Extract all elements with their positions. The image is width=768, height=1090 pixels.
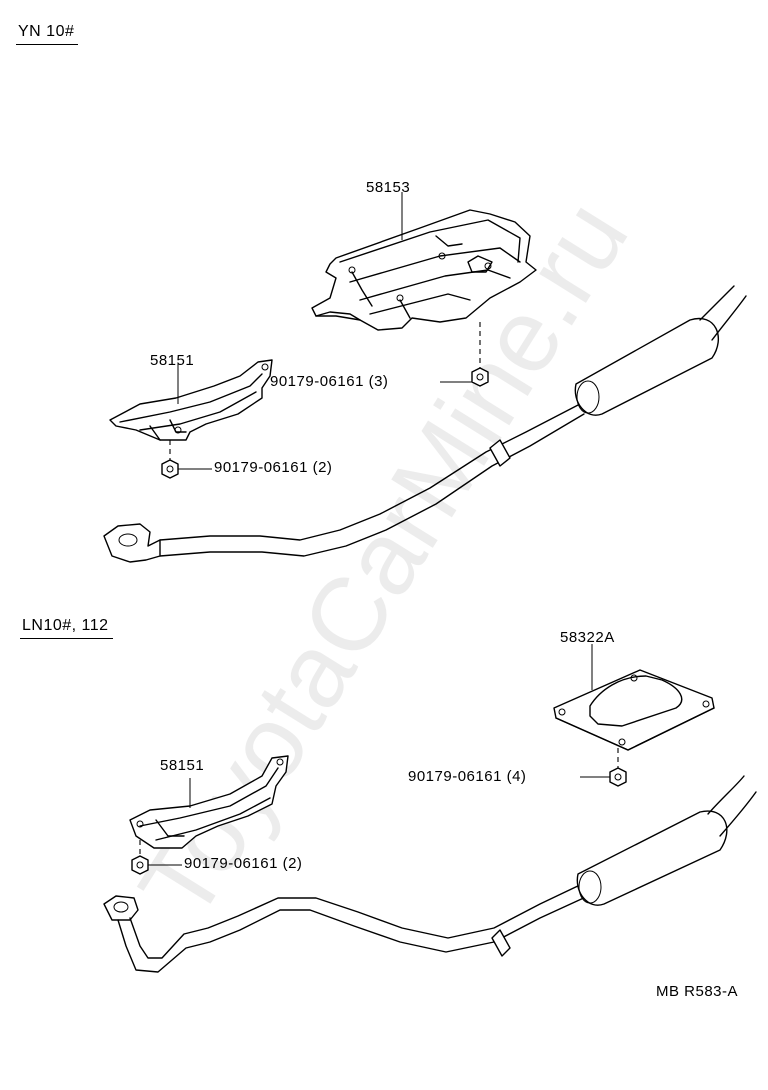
part-number: 90179-06161: [270, 373, 364, 390]
nut-upper-a: [440, 322, 489, 387]
part-label-58151-upper: 58151: [150, 353, 194, 368]
part-number: 58151: [160, 757, 205, 774]
section-heading-text: YN 10#: [18, 23, 75, 40]
part-label-58151-lower: 58151: [160, 758, 204, 773]
part-label-nut-lower-a: 90179-06161 (4): [408, 769, 526, 784]
part-label-nut-lower-b: 90179-06161 (2): [184, 856, 302, 871]
part-quantity: (2): [282, 855, 303, 872]
nut-lower-a: [580, 748, 627, 787]
heat-insulator-58153: [311, 192, 537, 331]
part-number: 90179-06161: [408, 768, 502, 785]
heat-insulator-58151-lower: [129, 755, 289, 849]
part-label-nut-upper-a: 90179-06161 (3): [270, 374, 388, 389]
exhaust-pipe-lower: [103, 775, 757, 973]
section-heading-yn10: YN 10#: [16, 23, 79, 45]
section-heading-text: LN10#, 112: [22, 617, 109, 634]
heading-underline: [16, 44, 79, 45]
part-number: 58153: [366, 179, 411, 196]
part-label-nut-upper-b: 90179-06161 (2): [214, 460, 332, 475]
section-heading-ln10: LN10#, 112: [20, 617, 113, 639]
heading-underline: [20, 638, 113, 639]
heat-insulator-58151-upper: [109, 359, 273, 441]
nut-upper-b: [161, 440, 212, 479]
part-number: 90179-06161: [214, 459, 308, 476]
part-label-58322a: 58322A: [560, 630, 615, 645]
nut-lower-b: [131, 840, 182, 875]
part-quantity: (2): [312, 459, 333, 476]
part-number: 58151: [150, 352, 195, 369]
part-label-58153: 58153: [366, 180, 410, 195]
exhaust-pipe-upper: [103, 285, 747, 563]
part-number: 90179-06161: [184, 855, 278, 872]
drawing-code: MB R583-A: [656, 983, 739, 1000]
part-quantity: (4): [506, 768, 527, 785]
heat-insulator-58322a: [553, 644, 715, 751]
part-quantity: (3): [368, 373, 389, 390]
part-number: 58322A: [560, 629, 615, 646]
